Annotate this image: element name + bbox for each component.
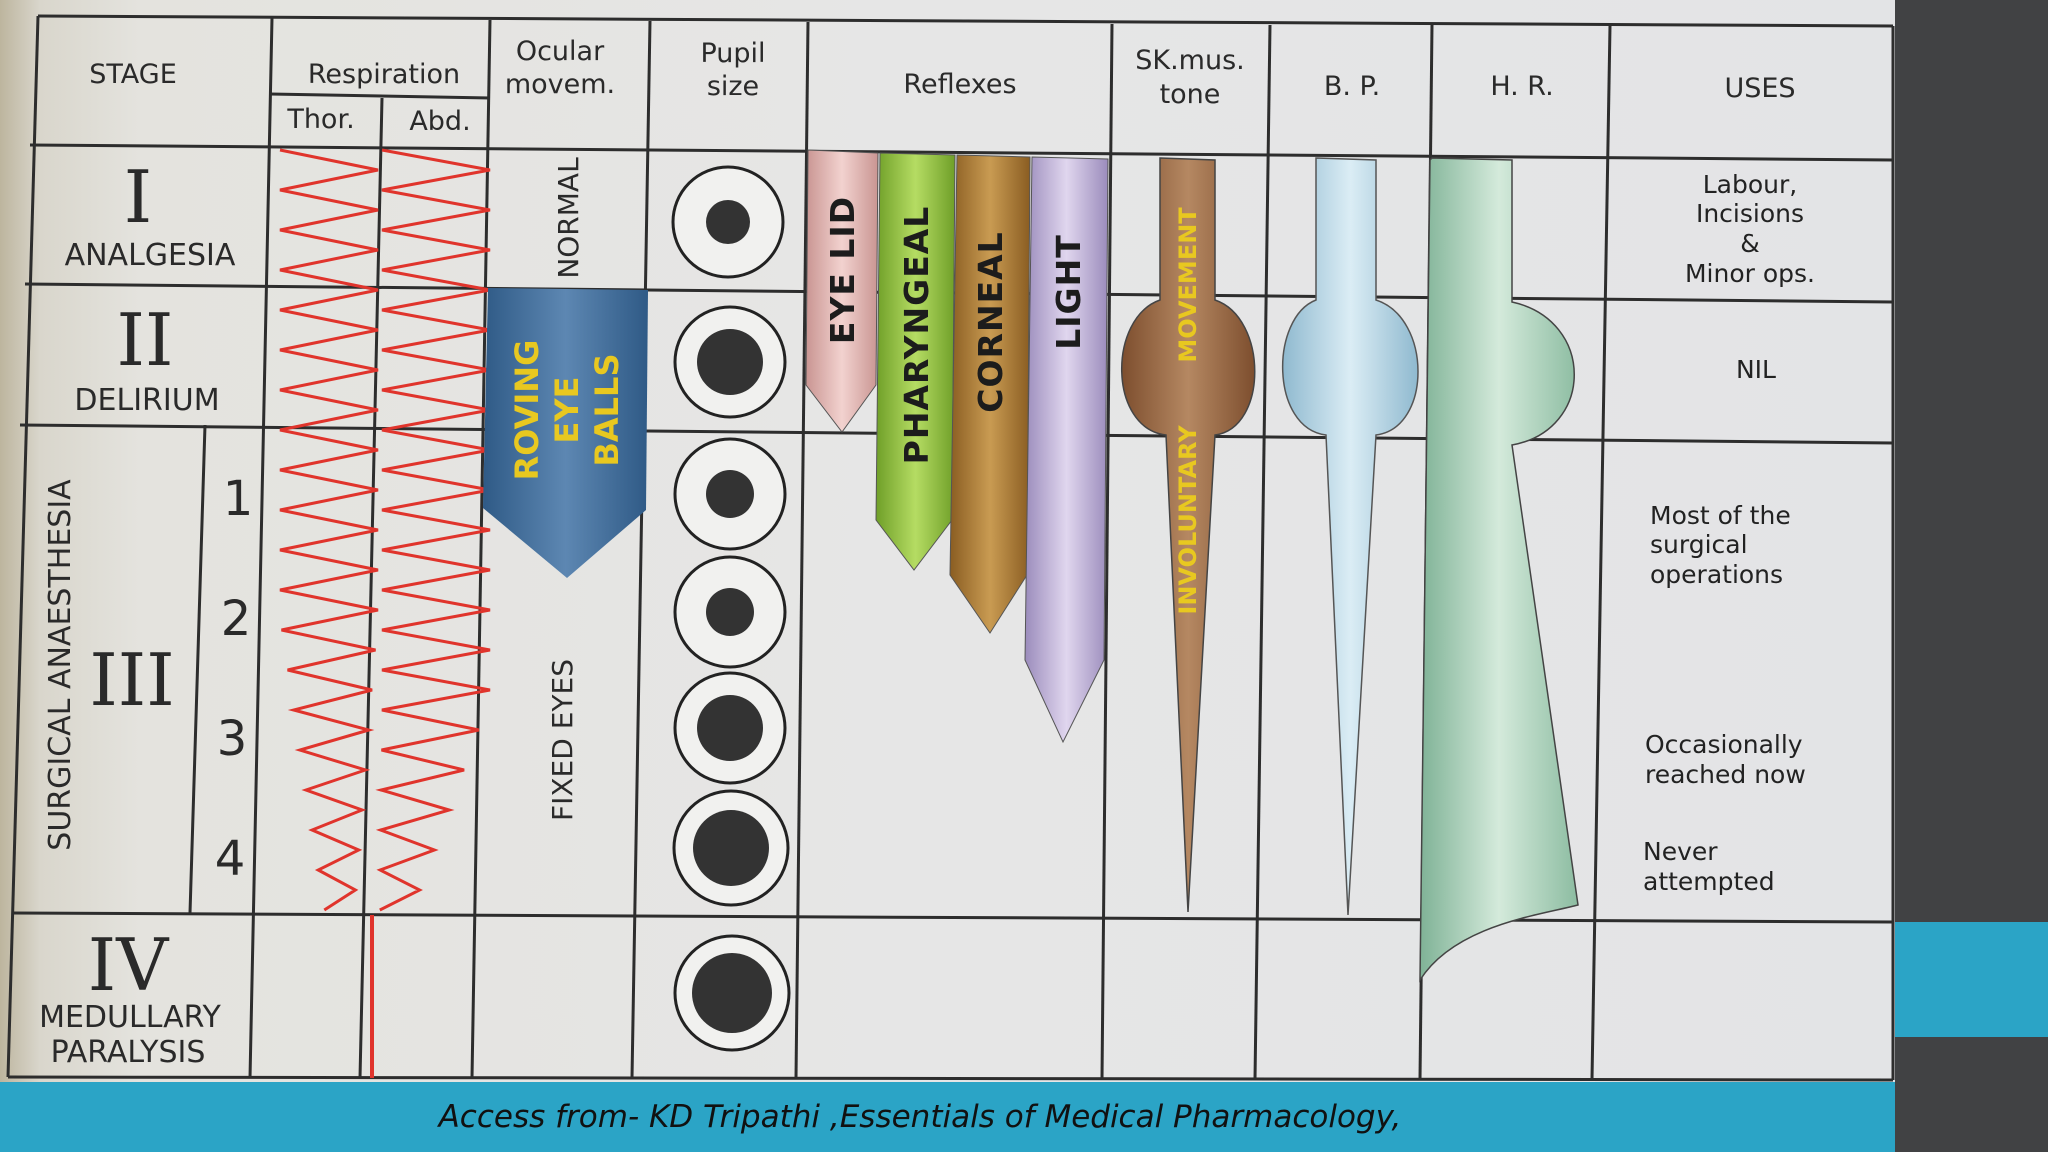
uses-plane-3-line-2: reached now [1645, 760, 1806, 789]
header-thor: Thor. [286, 104, 354, 135]
header-ocular-1: Ocular [516, 36, 605, 67]
uses-stage-1-line-1: Labour, [1703, 170, 1797, 199]
corneal-reflex-bar [949, 154, 1031, 634]
header-pupil-1: Pupil [700, 38, 765, 69]
roving-label-3: BALLS [588, 354, 626, 467]
thoracic-respiration-trace [279, 148, 379, 912]
header-ocular-2: movem. [505, 69, 615, 100]
plane-2-label: 2 [221, 591, 252, 647]
uses-stage-1-line-3: & [1740, 229, 1760, 258]
eyelid-reflex-bar [805, 149, 879, 433]
header-pupil-2: size [707, 71, 759, 102]
roving-eyeballs-arrow [483, 288, 648, 578]
header-uses: USES [1724, 73, 1795, 104]
stage-4-name-1: MEDULLARY [39, 1000, 221, 1035]
blood-pressure-shape [1281, 157, 1419, 916]
header-stage: STAGE [89, 59, 177, 90]
stage-1-numeral: I [124, 155, 152, 239]
pupil-plane-1 [673, 437, 787, 551]
uses-plane-4-line-1: Never [1643, 837, 1718, 866]
uses-plane-1-2-line-2: surgical [1650, 530, 1748, 559]
anaesthesia-stages-chart: STAGE Respiration Thor. Abd. Ocular move… [6, 14, 1895, 1082]
header-skmus-1: SK.mus. [1135, 45, 1245, 76]
roving-label-1: ROVING [508, 340, 546, 481]
uses-plane-1-2-line-3: operations [1650, 560, 1783, 589]
respiration-traces [279, 148, 491, 1078]
pharyngeal-reflex-bar [875, 152, 956, 571]
pupil-stage-2 [673, 305, 787, 419]
pupil-plane-3 [673, 671, 787, 785]
header-reflexes: Reflexes [903, 69, 1016, 100]
uses-stage-1-line-2: Incisions [1696, 199, 1804, 228]
ocular-normal-label: NORMAL [552, 157, 585, 279]
stage-3-name: SURGICAL ANAESTHESIA [43, 479, 78, 851]
table-header: STAGE Respiration Thor. Abd. Ocular move… [89, 36, 1795, 137]
roving-label-2: EYE [548, 377, 586, 444]
corneal-reflex-label: CORNEAL [971, 231, 1010, 412]
citation-footer: Access from- KD Tripathi ,Essentials of … [0, 1082, 1895, 1152]
pupil-plane-2 [673, 555, 787, 669]
eyelid-reflex-label: EYE LID [823, 196, 862, 344]
stage-1-name: ANALGESIA [65, 238, 236, 273]
header-bp: B. P. [1324, 71, 1380, 102]
pupil-stage-4 [673, 934, 791, 1052]
plane-1-label: 1 [223, 471, 254, 527]
fixed-eyes-label: FIXED EYES [546, 659, 579, 821]
uses-plane-1-2-line-1: Most of the [1650, 501, 1791, 530]
header-hr: H. R. [1490, 71, 1553, 102]
stage-3-numeral: III [89, 638, 174, 722]
stage-2-name: DELIRIUM [74, 383, 219, 418]
movement-label: MOVEMENT [1174, 207, 1202, 363]
pupil-stage-1 [671, 165, 785, 279]
uses-stage-2: NIL [1736, 355, 1776, 384]
stage-2-numeral: II [117, 298, 174, 382]
light-reflex-bar [1024, 156, 1109, 744]
pharyngeal-reflex-label: PHARYNGEAL [897, 206, 936, 465]
light-reflex-label: LIGHT [1049, 234, 1088, 350]
uses-column: Labour, Incisions & Minor ops. NIL Most … [1643, 170, 1815, 896]
uses-plane-4-line-2: attempted [1643, 867, 1775, 896]
pupil-column [671, 165, 791, 1052]
uses-plane-3-line-1: Occasionally [1645, 730, 1803, 759]
reflex-column: EYE LID PHARYNGEAL CORNEAL LIGHT [805, 149, 1109, 744]
header-skmus-2: tone [1160, 79, 1221, 110]
pupil-plane-4 [672, 789, 790, 907]
stage-4-numeral: IV [88, 923, 170, 1007]
right-accent-bar [1895, 922, 2048, 1037]
abdominal-respiration-trace [375, 148, 491, 912]
muscle-tone-shape [1121, 157, 1256, 913]
stage-4-name-2: PARALYSIS [51, 1035, 206, 1070]
stage-labels: I ANALGESIA II DELIRIUM III SURGICAL ANA… [39, 155, 253, 1070]
uses-stage-1-line-4: Minor ops. [1685, 259, 1815, 288]
header-respiration: Respiration [308, 59, 460, 90]
ocular-column: NORMAL ROVING EYE BALLS FIXED EYES [483, 157, 648, 821]
plane-3-label: 3 [217, 711, 248, 767]
citation-text: Access from- KD Tripathi ,Essentials of … [438, 1099, 1402, 1135]
involuntary-label: INVOLUNTARY [1174, 425, 1202, 615]
plane-4-label: 4 [215, 831, 246, 887]
muscle-tone-column: INVOLUNTARY MOVEMENT [1121, 157, 1256, 913]
heart-rate-shape [1419, 157, 1579, 983]
header-abd: Abd. [409, 106, 470, 137]
